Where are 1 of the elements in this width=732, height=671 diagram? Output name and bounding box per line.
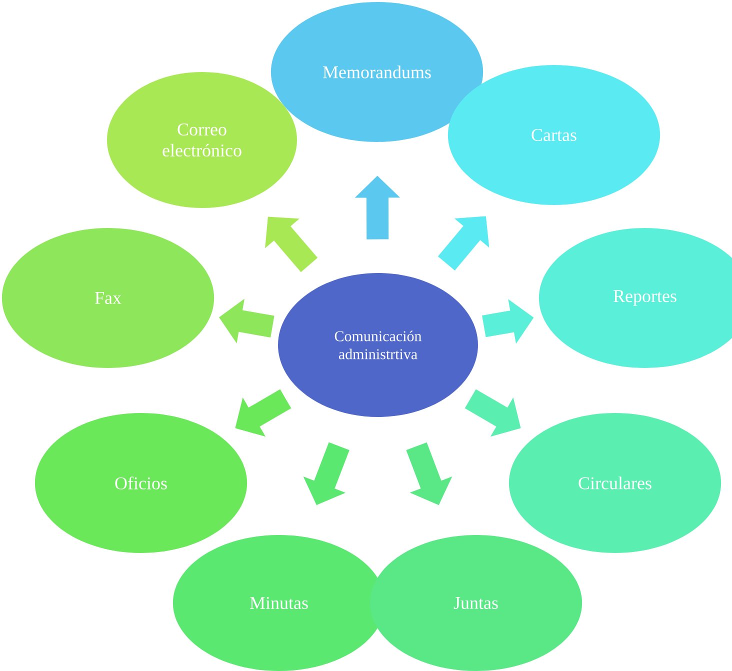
block-arrow [265, 216, 318, 272]
